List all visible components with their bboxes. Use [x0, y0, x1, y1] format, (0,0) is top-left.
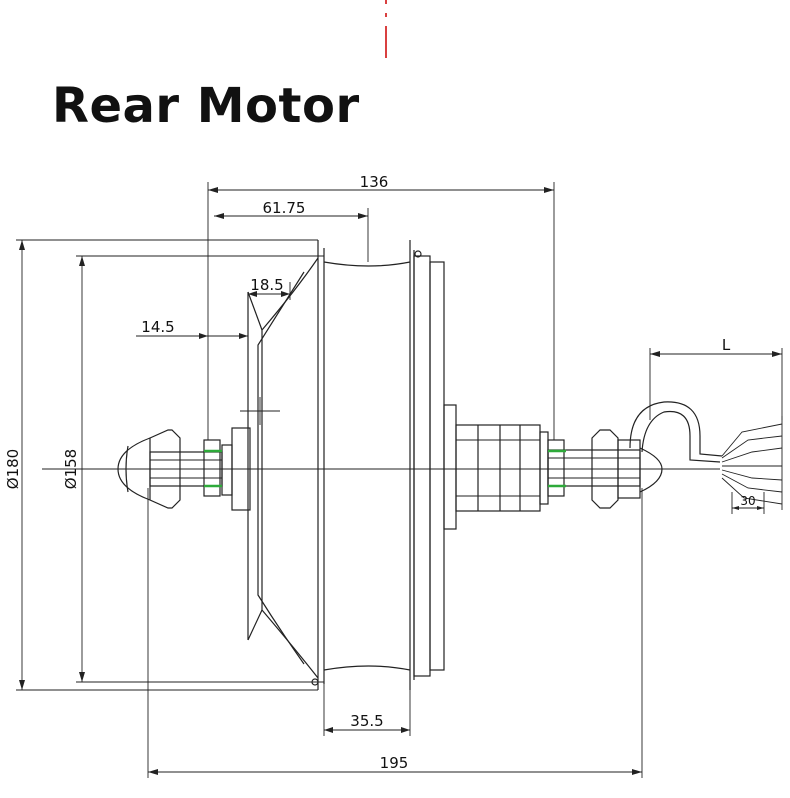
dim-connector-length — [731, 492, 765, 514]
motor-cable — [629, 401, 783, 510]
dim-cable-length-label: L — [722, 336, 731, 354]
dim-flange-offset-label: 61.75 — [263, 199, 306, 217]
dim-connector-length-label: 30 — [740, 494, 755, 508]
dim-outer-diameter — [16, 239, 318, 691]
dim-overall-width — [207, 182, 555, 440]
dim-outer-diameter-label: Ø180 — [4, 449, 22, 489]
dim-rim-diameter-label: Ø158 — [62, 449, 80, 489]
dim-cable-length — [649, 348, 783, 420]
dim-axle-offset — [136, 333, 248, 339]
dim-rim-width-label: 35.5 — [350, 712, 383, 730]
dim-hub-offset-label: 18.5 — [250, 276, 283, 294]
page-title: Rear Motor — [52, 78, 360, 134]
dim-axle-offset-label: 14.5 — [141, 318, 174, 336]
dim-axle-length — [147, 488, 643, 778]
motor-body — [221, 240, 549, 690]
dim-overall-width-label: 136 — [360, 173, 389, 191]
dim-flange-offset — [214, 208, 369, 262]
dim-hub-offset — [248, 282, 291, 300]
right-axle-nut — [547, 429, 663, 509]
dim-axle-length-label: 195 — [380, 754, 409, 772]
dim-rim-diameter — [76, 255, 324, 683]
dim-rim-width — [323, 684, 411, 736]
left-axle-nut — [117, 429, 223, 509]
